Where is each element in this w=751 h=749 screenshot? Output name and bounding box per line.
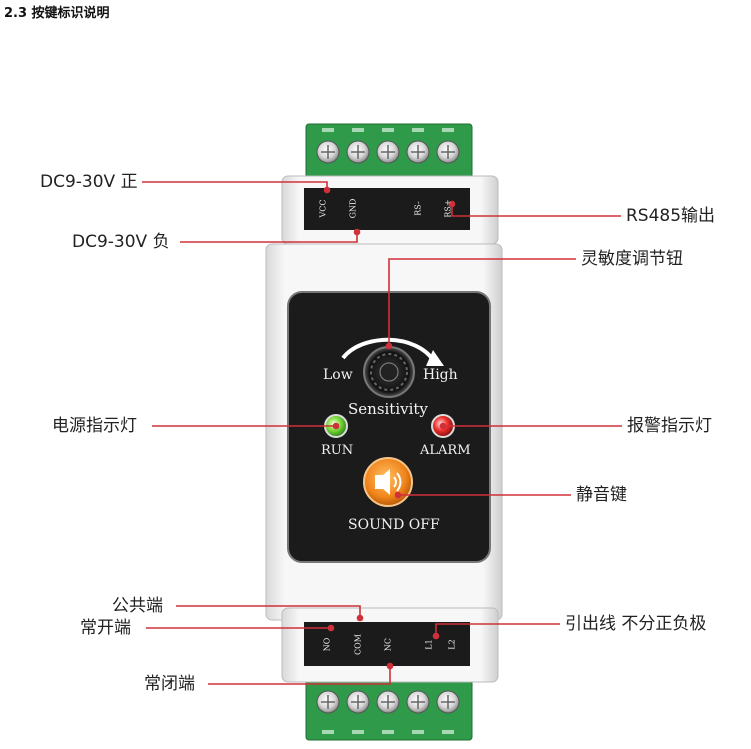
leader-lines	[142, 181, 622, 685]
top-screws	[316, 140, 460, 164]
run-label: RUN	[321, 443, 354, 458]
section-title: 2.3 按键标识说明	[4, 6, 110, 21]
callout-normally-closed: 常闭端	[144, 674, 195, 694]
callout-lead-wire: 引出线 不分正负极	[565, 614, 707, 634]
terminal-label-gnd: GND	[348, 198, 358, 219]
callout-common: 公共端	[112, 596, 163, 616]
callout-sensitivity-knob: 灵敏度调节钮	[581, 249, 683, 269]
terminal-label-vcc: VCC	[318, 199, 328, 218]
high-label: High	[423, 367, 458, 383]
top-terminal-block	[305, 123, 473, 179]
low-label: Low	[323, 367, 353, 383]
callout-normally-open: 常开端	[80, 618, 131, 638]
sound-off-button[interactable]	[363, 457, 413, 507]
callout-mute-key: 静音键	[576, 485, 627, 505]
callout-alarm-led: 报警指示灯	[627, 416, 712, 436]
alarm-label: ALARM	[420, 443, 471, 458]
sound-off-label: SOUND OFF	[348, 517, 440, 533]
terminal-label-com: COM	[353, 634, 363, 655]
callout-dc-positive: DC9-30V 正	[40, 172, 138, 192]
callout-power-led: 电源指示灯	[52, 416, 137, 436]
speaker-icon	[375, 469, 402, 495]
bottom-terminal-block	[305, 677, 473, 741]
terminal-label-l1: L1	[424, 639, 434, 650]
terminal-label-rs-minus: RS-	[413, 201, 423, 216]
sensitivity-label: Sensitivity	[348, 400, 428, 418]
terminal-label-no: NO	[322, 637, 332, 652]
terminal-label-rs-plus: RS+	[443, 199, 453, 218]
callout-rs485: RS485输出	[626, 206, 716, 226]
callout-dc-negative: DC9-30V 负	[72, 232, 170, 252]
terminal-label-l2: L2	[447, 639, 457, 650]
terminal-label-nc: NC	[383, 637, 393, 652]
